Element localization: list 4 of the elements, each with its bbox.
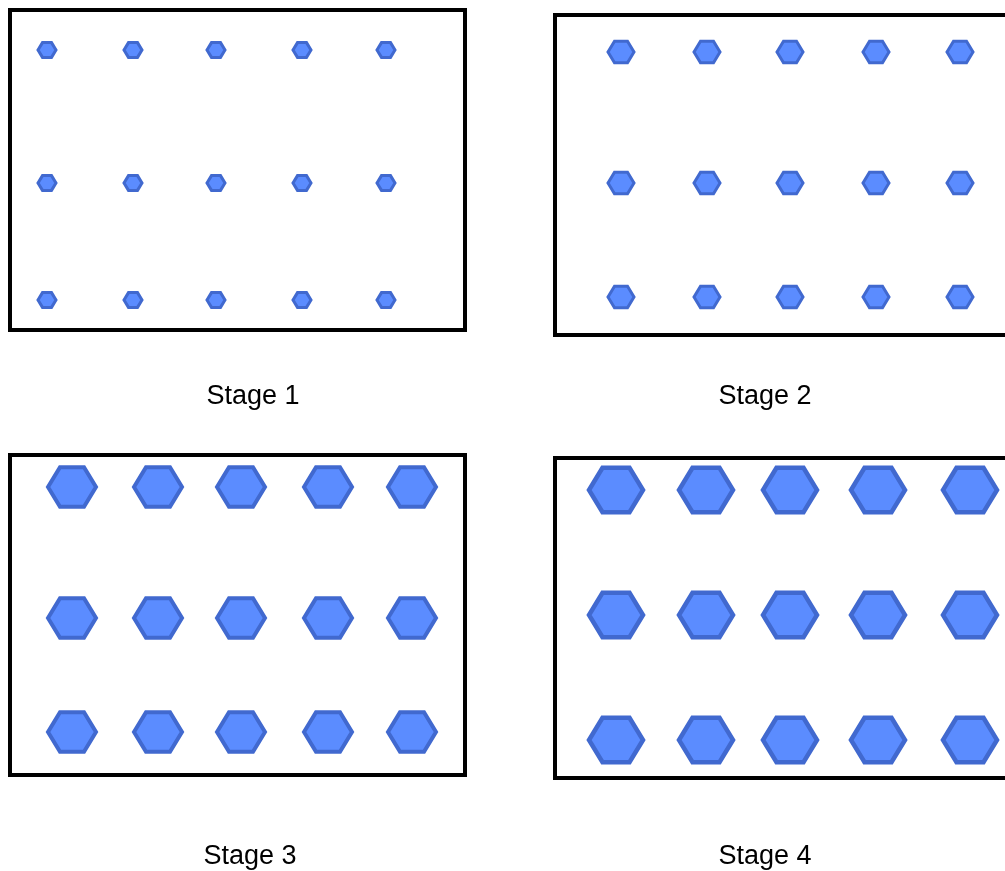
stage-caption: Stage 2	[718, 380, 812, 411]
stage-caption: Stage 4	[718, 840, 812, 871]
stage-caption: Stage 1	[206, 380, 300, 411]
stage-caption: Stage 3	[203, 840, 297, 871]
